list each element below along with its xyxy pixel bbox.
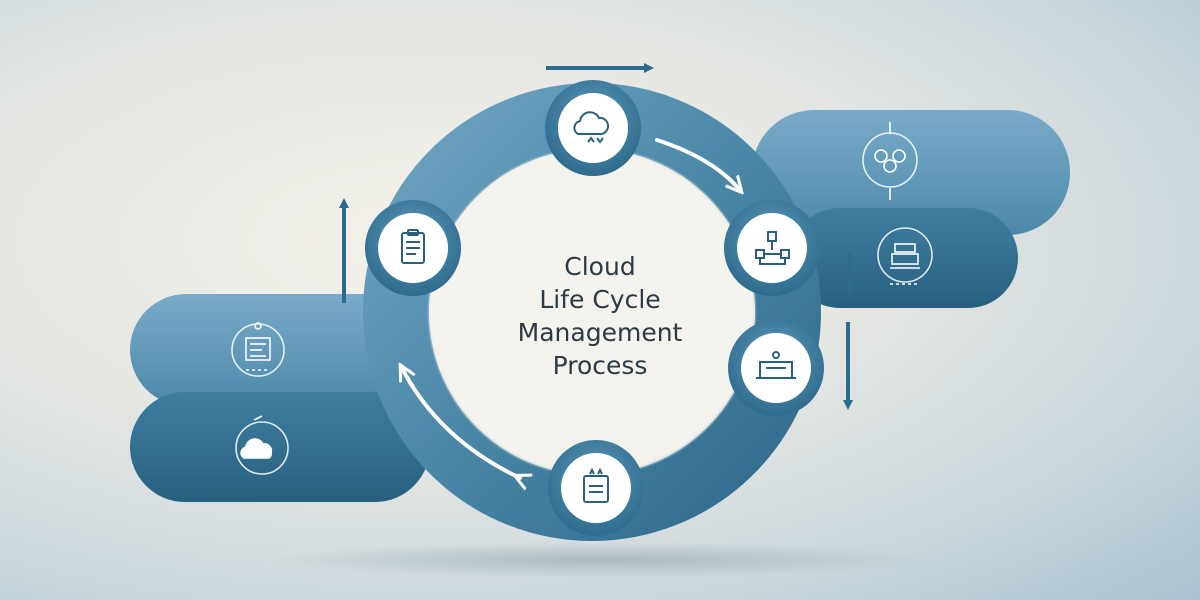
node-workflow[interactable] <box>724 200 820 296</box>
clipboard-icon <box>401 229 425 264</box>
ring-arrow-left <box>403 370 520 478</box>
panel-mid-right[interactable] <box>790 208 1018 308</box>
title-line-3: Management <box>517 318 683 347</box>
title-line-2: Life Cycle <box>539 285 661 314</box>
node-deployment[interactable] <box>728 320 824 416</box>
server-stack-icon <box>877 227 933 285</box>
cloud-sync-icon <box>573 111 610 144</box>
dashboard-icon <box>231 322 285 377</box>
document-update-icon <box>583 467 609 503</box>
node-document-update[interactable] <box>548 440 644 536</box>
panel-lower-left[interactable] <box>130 392 430 502</box>
ground-shadow <box>270 542 930 578</box>
workflow-icon <box>755 231 790 265</box>
node-cloud-sync[interactable] <box>545 80 641 176</box>
title-line-4: Process <box>552 351 648 380</box>
cloud-backup-icon <box>235 415 289 475</box>
ring-arrow-top-right <box>655 138 738 188</box>
network-nodes-icon <box>862 122 918 200</box>
panel-upper-left[interactable] <box>130 294 430 406</box>
node-clipboard[interactable] <box>365 200 461 296</box>
panel-top-right[interactable] <box>752 110 1070 235</box>
deployment-icon <box>756 351 796 379</box>
diagram-title: Cloud Life Cycle Management Process <box>470 250 730 382</box>
title-line-1: Cloud <box>564 252 636 281</box>
